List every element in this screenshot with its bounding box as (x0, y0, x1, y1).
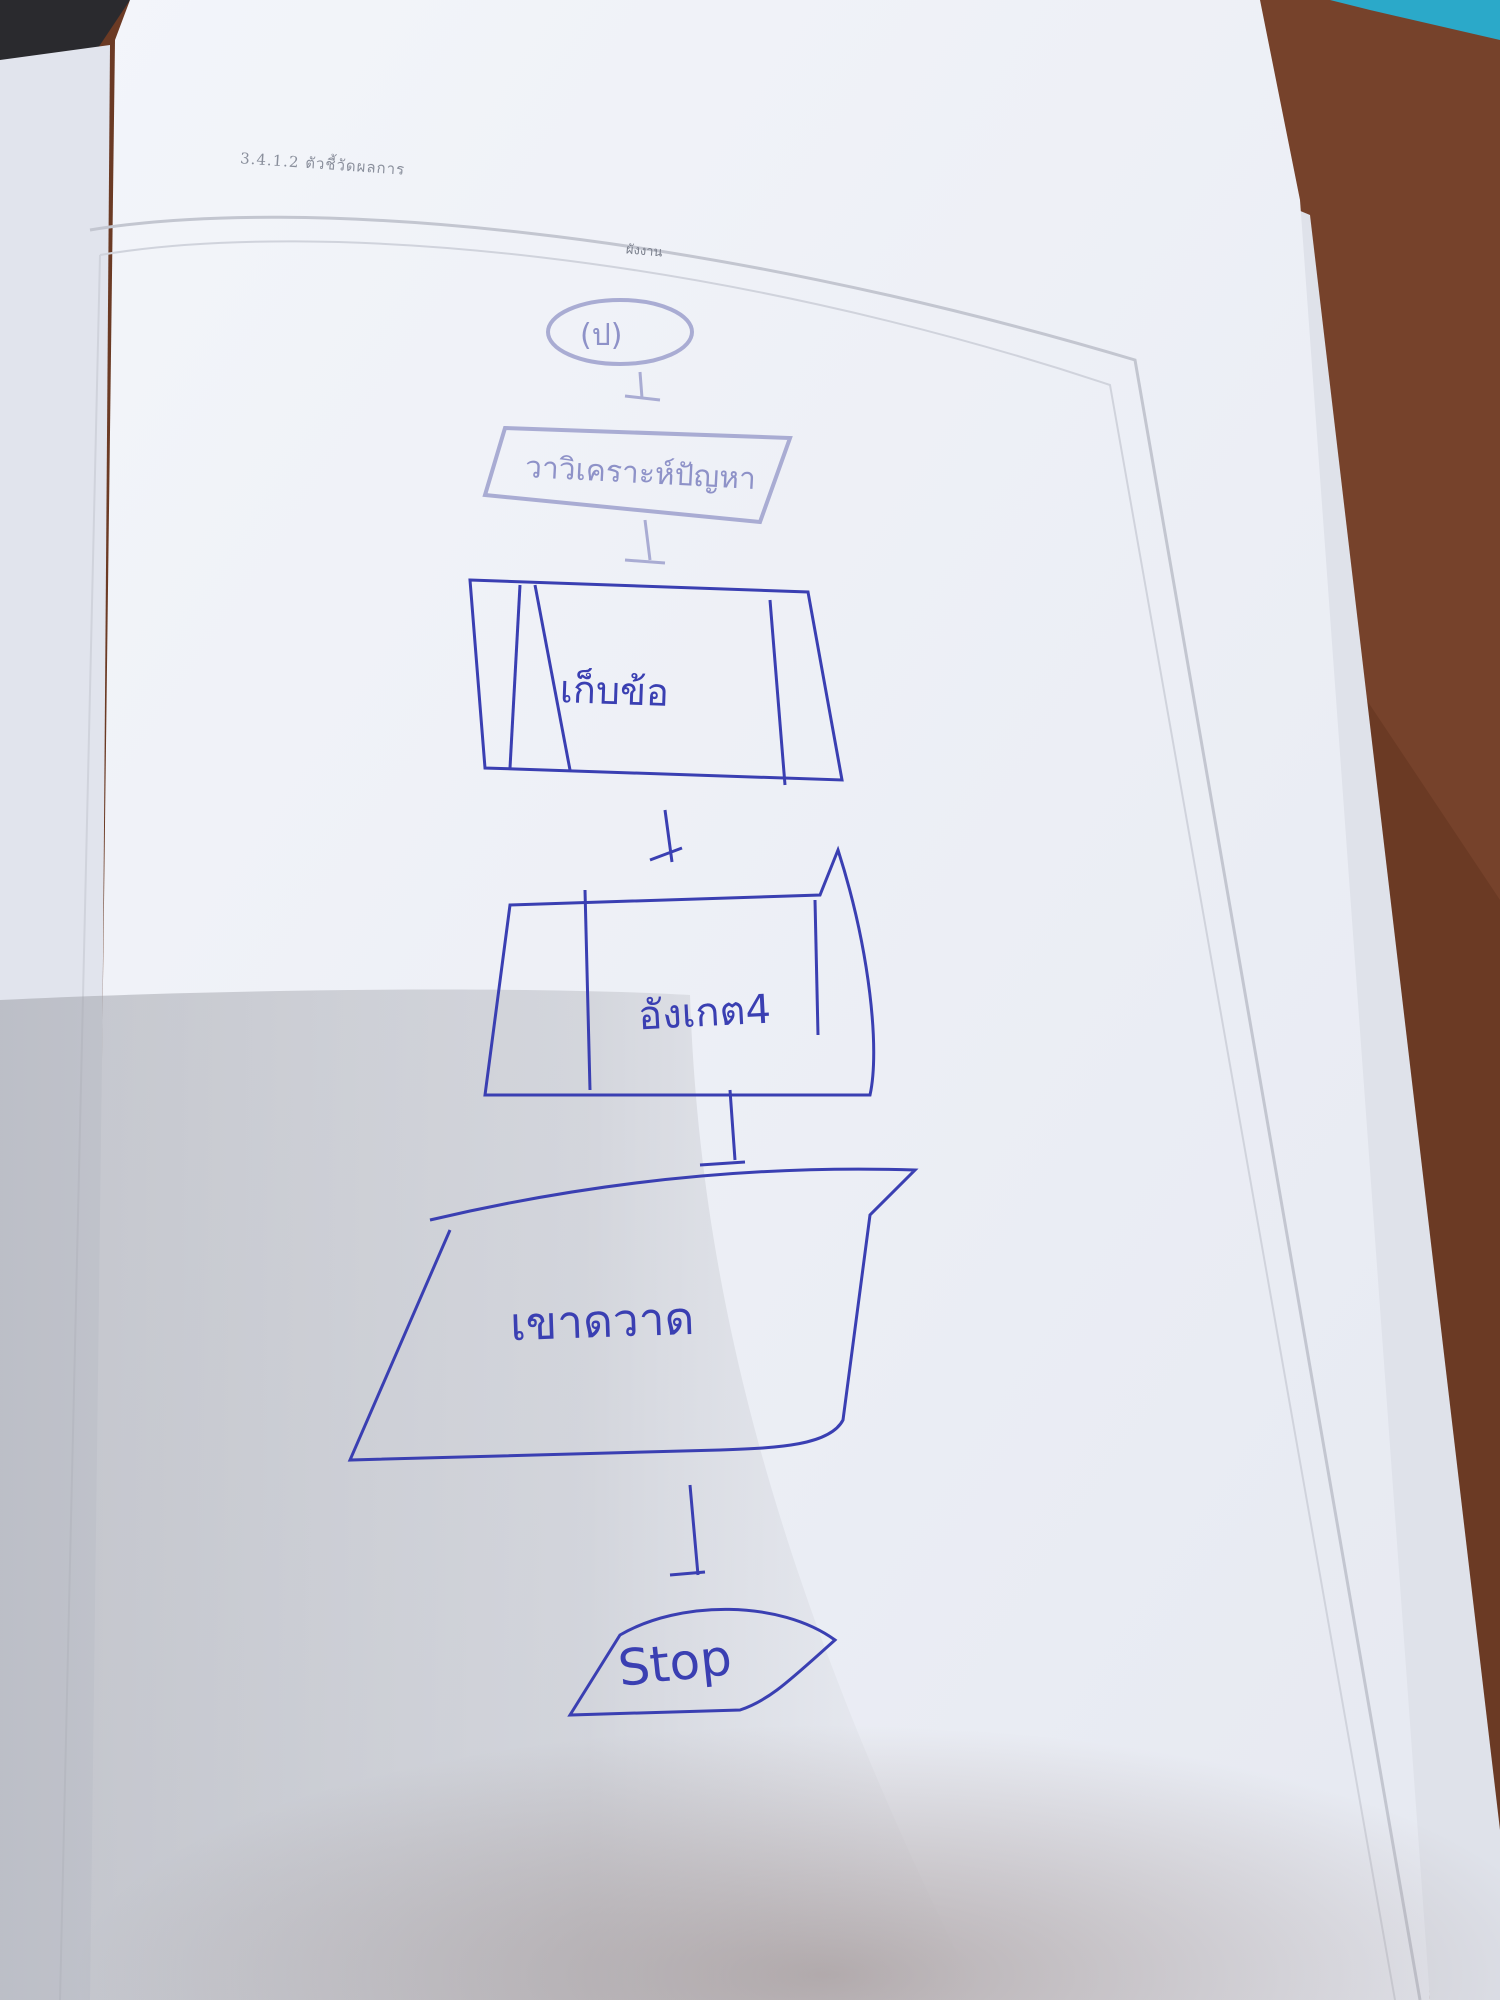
arrow-2 (624, 519, 666, 565)
step3-label: อังเกต4 (636, 986, 773, 1040)
start-label: (ป) (580, 318, 623, 353)
step2-label: เก็บข้อ (559, 667, 670, 715)
arrow-4 (699, 1089, 746, 1167)
step2-inner-right (768, 599, 787, 786)
arrow-3 (649, 809, 683, 863)
step2-inner-left (533, 584, 572, 771)
step2-left-edge (508, 584, 522, 769)
arrow-5 (669, 1484, 706, 1577)
step3-inner-right (813, 899, 820, 1036)
lower-shade (0, 1500, 1500, 2000)
step4-shape (347, 1167, 919, 1462)
step2-shape (468, 578, 844, 782)
step4-label: เขาดวาด (509, 1290, 696, 1352)
stop-terminal-shape (567, 1607, 838, 1717)
step3-inner-left (583, 889, 592, 1091)
blue-object-corner (1330, 0, 1500, 40)
step3-shape (483, 845, 876, 1097)
stop-label: Stop (615, 1628, 735, 1698)
step1-shape (482, 425, 793, 525)
start-terminal-shape (546, 298, 694, 366)
page-frame-inner (99, 240, 1396, 2000)
page-frame-outer (89, 215, 1422, 2000)
flowchart-box-title: ผังงาน (625, 242, 663, 261)
arrow-1 (624, 371, 661, 402)
